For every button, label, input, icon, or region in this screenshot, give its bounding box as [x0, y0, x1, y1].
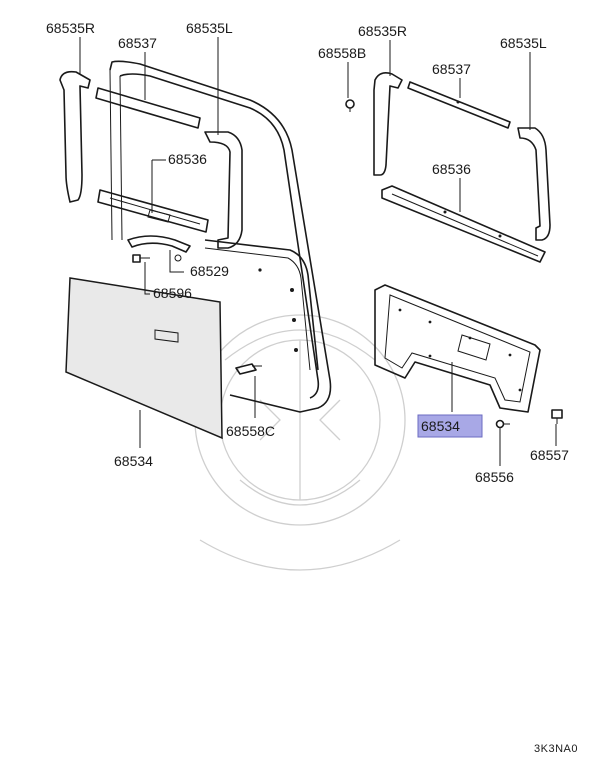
label-68534-right[interactable]: 68534 [421, 418, 460, 434]
label-68557[interactable]: 68557 [530, 447, 569, 463]
rear-door-frame [109, 60, 332, 413]
screw-68596 [132, 254, 150, 263]
label-68536-left[interactable]: 68536 [168, 151, 207, 167]
moulding-upper-left [95, 87, 201, 129]
label-68536-right[interactable]: 68536 [432, 161, 471, 177]
weatherstrip-r-left [59, 70, 91, 203]
clip-68557 [551, 409, 563, 424]
label-68535l-right[interactable]: 68535L [500, 35, 547, 51]
moulding-lower-left [97, 189, 209, 233]
label-68558b[interactable]: 68558B [318, 45, 366, 61]
label-68534-left[interactable]: 68534 [114, 453, 153, 469]
clip-68558c [235, 363, 262, 375]
drawing-code: 3K3NA0 [534, 743, 578, 755]
label-68537-right[interactable]: 68537 [432, 61, 471, 77]
label-68556[interactable]: 68556 [475, 469, 514, 485]
label-68537-left[interactable]: 68537 [118, 35, 157, 51]
screw-68556 [495, 419, 510, 429]
clip-68558b [345, 99, 355, 112]
label-68535l-left[interactable]: 68535L [186, 20, 233, 36]
label-68596[interactable]: 68596 [153, 285, 192, 301]
weatherstrip-l-left [204, 131, 243, 249]
weatherstrip-r-right [373, 72, 403, 176]
watermark-emblem [194, 314, 406, 571]
leader-lines [79, 37, 557, 466]
label-68529[interactable]: 68529 [190, 263, 229, 279]
label-68558c[interactable]: 68558C [226, 423, 275, 439]
weatherstrip-l-right [517, 127, 551, 241]
moulding-upper-right [407, 81, 511, 129]
trim-board-right [374, 284, 541, 413]
trim-board-left [65, 277, 223, 440]
moulding-lower-right [381, 185, 546, 263]
label-68535r-left[interactable]: 68535R [46, 20, 95, 36]
highlight-box [417, 414, 483, 438]
grip-handle [127, 235, 191, 262]
part-labels: 68535R 68537 68535L 68536 68529 68596 68… [46, 20, 569, 485]
label-68535r-right[interactable]: 68535R [358, 23, 407, 39]
